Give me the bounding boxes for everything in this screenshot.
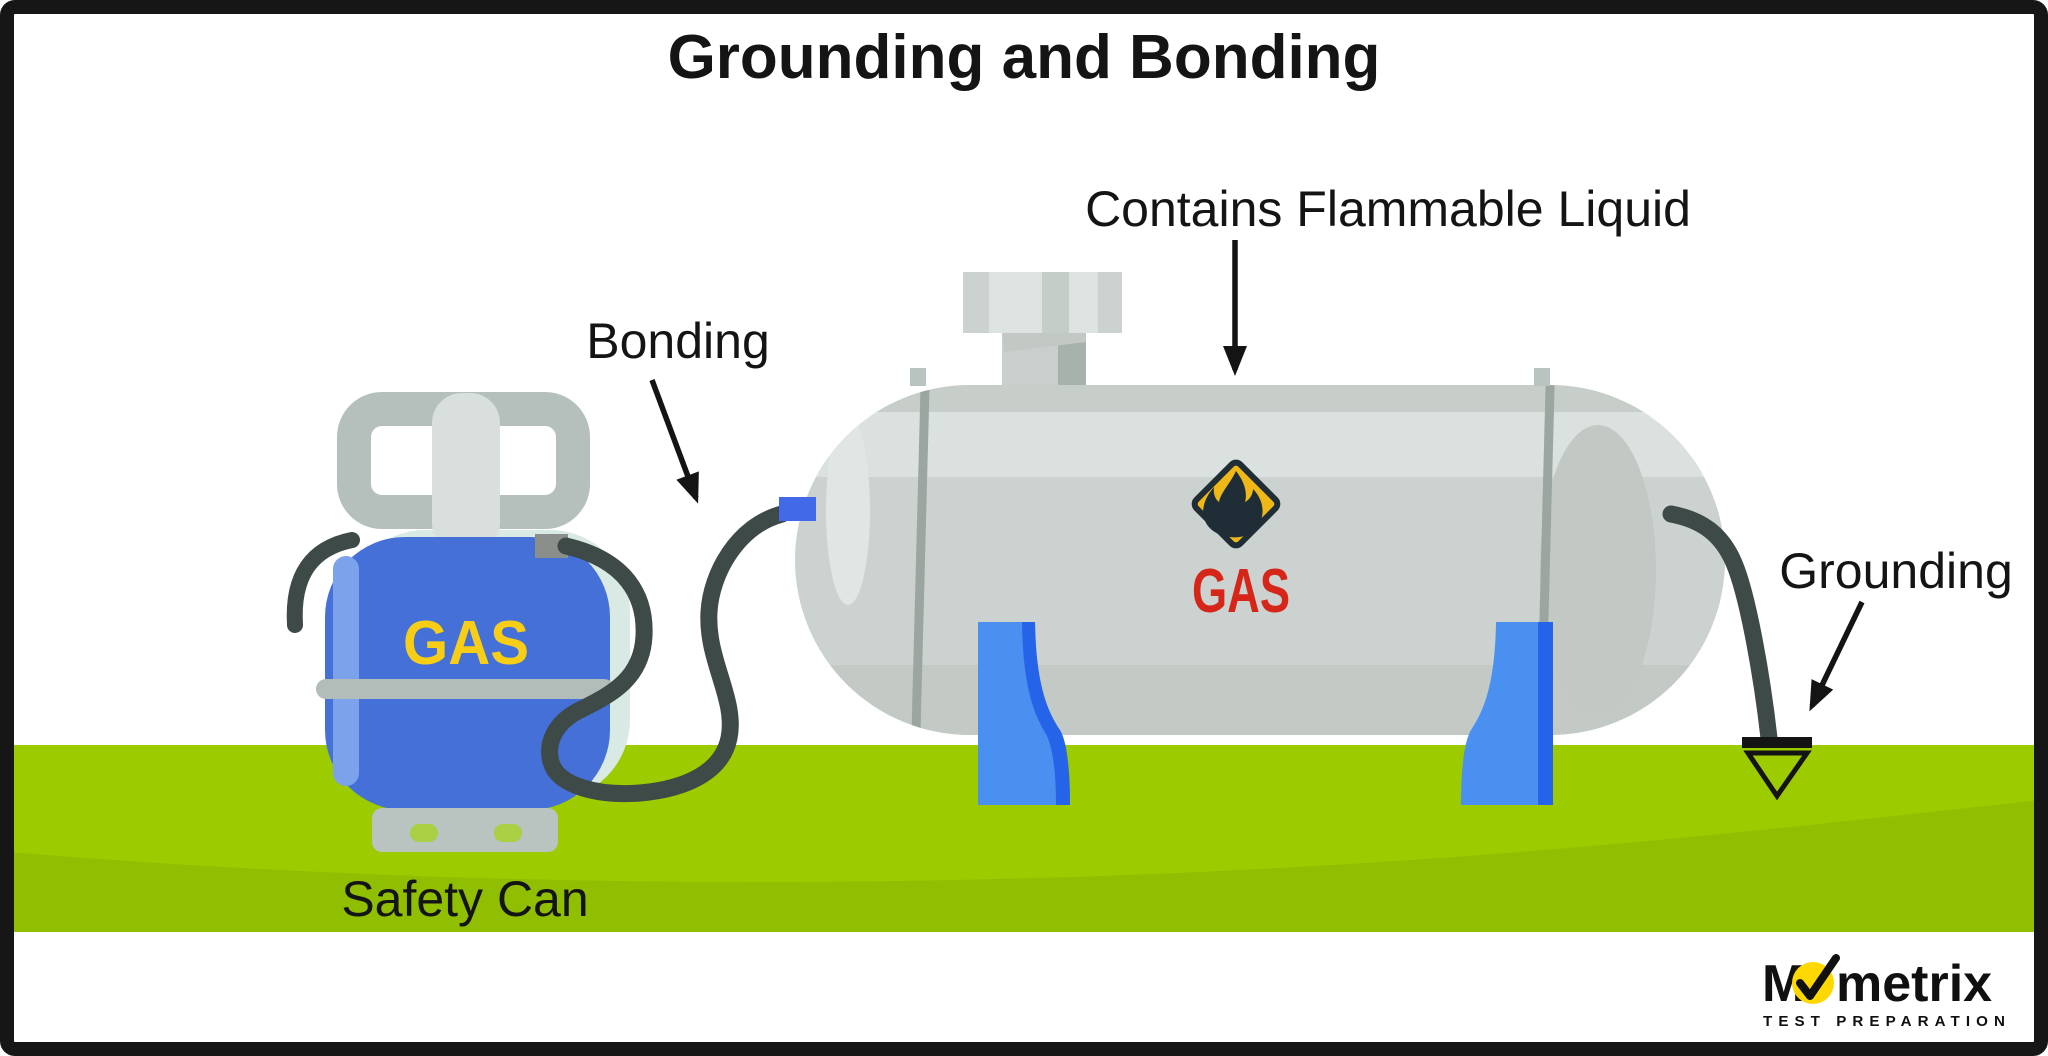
tank-leg-left-edge xyxy=(1022,622,1070,805)
tank-band-top xyxy=(795,385,1725,412)
wire-peek-arc xyxy=(286,532,360,633)
tank-legs xyxy=(978,622,1553,805)
vent-cap-stripe xyxy=(1098,272,1122,333)
can-gas-label: GAS xyxy=(403,609,529,678)
vent-neck-top xyxy=(1002,330,1086,352)
vent-cap-stripe xyxy=(1042,272,1069,333)
can-highlight xyxy=(333,556,359,786)
tank-leg-left xyxy=(978,622,1070,805)
grounding-label: Grounding xyxy=(1779,543,2013,599)
tank-left-cap-highlight xyxy=(826,415,870,605)
safety-can-label: Safety Can xyxy=(341,871,588,927)
can-spout-cap xyxy=(432,393,500,553)
bonding-label: Bonding xyxy=(586,313,770,369)
tank-seam-left xyxy=(911,385,930,735)
can-base-hole xyxy=(494,824,522,842)
logo-brand-rest: metrix xyxy=(1836,955,1992,1013)
tank-leg-right xyxy=(1461,622,1553,805)
can-base-hole xyxy=(410,824,438,842)
ground-symbol-icon xyxy=(1742,737,1812,801)
logo-tagline: TEST PREPARATION xyxy=(1763,1013,2011,1030)
tank-wire-connector xyxy=(779,497,816,521)
mometrix-logo: M metrix TEST PREPARATION xyxy=(1762,954,2011,1030)
vent-cap-stripe xyxy=(963,272,989,333)
can-body xyxy=(325,537,610,810)
ground-bar xyxy=(1742,737,1812,748)
grounding-wire xyxy=(1662,505,1778,747)
page-title: Grounding and Bonding xyxy=(668,23,1381,92)
bonding-arrow xyxy=(649,379,699,504)
contains-flammable-label: Contains Flammable Liquid xyxy=(1085,181,1691,237)
tank-gas-label: GAS xyxy=(1192,557,1290,626)
tank-seam-tab-right xyxy=(1534,368,1550,386)
ground-triangle xyxy=(1743,750,1812,801)
tank-right-cap-shade xyxy=(1540,425,1656,715)
tank-seam-tab-left xyxy=(910,368,926,386)
safety-can: GAS xyxy=(286,392,630,852)
check-mark xyxy=(1796,954,1840,1000)
storage-tank xyxy=(795,368,1725,735)
flame-glyph xyxy=(1203,471,1263,538)
ground-wave xyxy=(7,800,2041,932)
can-band xyxy=(316,679,614,699)
tank-leg-right-edge xyxy=(1538,622,1553,805)
can-base xyxy=(372,808,558,852)
bonding-wire xyxy=(541,505,791,803)
grounding-arrow xyxy=(1809,600,1865,712)
flame-warning-icon xyxy=(1191,459,1281,549)
